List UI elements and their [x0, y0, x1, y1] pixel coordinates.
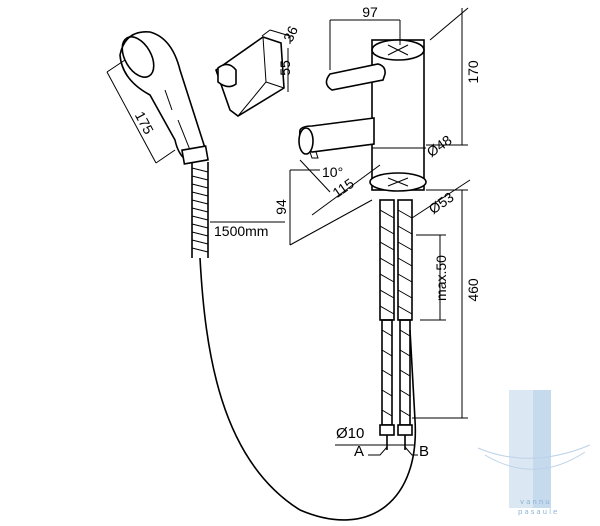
- hand-shower: [119, 31, 417, 521]
- watermark-line2: pasaule: [518, 508, 559, 516]
- max-deck-label: max.50: [433, 255, 449, 301]
- dimension-94: 94: [273, 170, 373, 246]
- wall-holder: 36 55: [215, 23, 301, 117]
- hose-length-label: 1500mm: [214, 223, 268, 239]
- dimension-97: 97: [329, 4, 401, 70]
- connection-labels: A B: [354, 443, 429, 460]
- dimension-hose-length: 1500mm: [210, 221, 285, 239]
- body-diameter-label: Ø48: [424, 132, 455, 160]
- hose-ribbing: [191, 167, 209, 253]
- dimension-hose-diameter: Ø10: [335, 425, 415, 446]
- dimension-spout-angle: 10°: [290, 159, 343, 193]
- connection-a-label: A: [354, 443, 364, 460]
- hand-shower-length-label: 175: [132, 109, 157, 137]
- mixer-tap: [298, 39, 427, 450]
- connection-b-label: B: [419, 443, 429, 460]
- dimension-460: 460: [412, 189, 481, 419]
- holder-width-label: 36: [280, 23, 301, 44]
- holder-height-label: 55: [277, 60, 293, 76]
- dimension-max-50: max.50: [416, 234, 449, 321]
- dimension-170: 170: [426, 7, 481, 146]
- base-diameter-label: Ø53: [426, 189, 457, 217]
- total-height-label: 460: [465, 278, 481, 302]
- watermark-line1: vannu: [520, 498, 552, 506]
- spout-height-label: 94: [273, 199, 289, 215]
- spout-reach-label: 97: [362, 4, 378, 20]
- hose-diameter-label: Ø10: [336, 425, 364, 442]
- faucet-height-label: 170: [465, 60, 481, 84]
- spout-angle-label: 10°: [322, 164, 343, 180]
- watermark-logo: vannu pasaule: [477, 390, 591, 516]
